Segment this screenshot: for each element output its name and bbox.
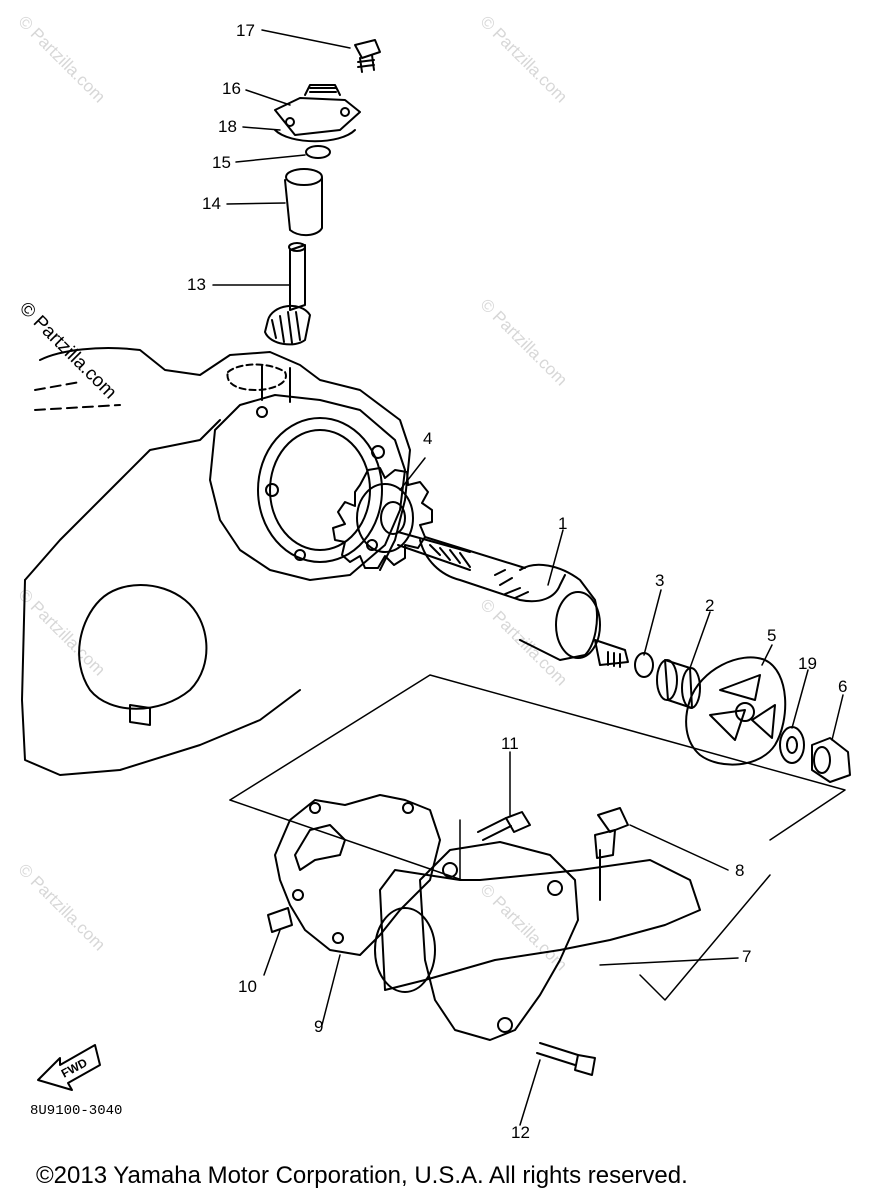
washer-15 bbox=[305, 145, 331, 159]
callout-18: 18 bbox=[218, 117, 237, 136]
callout-14: 14 bbox=[202, 194, 221, 213]
callout-3: 3 bbox=[655, 571, 665, 590]
callout-12: 12 bbox=[511, 1123, 530, 1142]
speedometer-housing-16 bbox=[274, 84, 361, 136]
callout-2: 2 bbox=[705, 596, 715, 615]
hose-fitting-8 bbox=[594, 807, 629, 859]
callout-7: 7 bbox=[742, 947, 752, 966]
pump-gasket bbox=[274, 794, 441, 956]
callout-17: 17 bbox=[236, 21, 255, 40]
callout-6: 6 bbox=[838, 677, 848, 696]
drive-gear bbox=[332, 467, 433, 569]
washer bbox=[779, 726, 805, 764]
callout-9: 9 bbox=[314, 1017, 324, 1036]
callout-8: 8 bbox=[735, 861, 745, 880]
callout-5: 5 bbox=[767, 626, 777, 645]
bushing-14 bbox=[284, 168, 323, 236]
seal-18 bbox=[274, 129, 356, 143]
engine-case bbox=[21, 347, 411, 776]
bolt-11 bbox=[477, 811, 531, 841]
callout-10: 10 bbox=[238, 977, 257, 996]
pump-cover bbox=[419, 841, 579, 1041]
o-ring bbox=[634, 652, 654, 678]
fwd-arrow: FWD bbox=[37, 1044, 101, 1091]
pump-shaft bbox=[397, 531, 629, 668]
bolt-17 bbox=[354, 39, 381, 73]
assembly-outlines bbox=[229, 674, 846, 1001]
pump-housing-case bbox=[209, 394, 406, 581]
callout-15: 15 bbox=[212, 153, 231, 172]
copyright-notice: ©2013 Yamaha Motor Corporation, U.S.A. A… bbox=[36, 1162, 688, 1189]
leader-lines bbox=[212, 29, 844, 1126]
callout-13: 13 bbox=[187, 275, 206, 294]
diagram-number: 8U9100-3040 bbox=[30, 1103, 123, 1119]
impeller bbox=[685, 656, 787, 766]
callout-11: 11 bbox=[501, 734, 519, 753]
callout-19: 19 bbox=[798, 654, 817, 673]
nut bbox=[811, 737, 851, 783]
driven-gear-13 bbox=[264, 242, 311, 346]
water-hose-7 bbox=[374, 849, 701, 993]
bushing bbox=[656, 659, 701, 709]
dowel-pin bbox=[267, 907, 293, 933]
bolt-12 bbox=[536, 1042, 596, 1076]
callout-1: 1 bbox=[558, 514, 568, 533]
callout-16: 16 bbox=[222, 79, 241, 98]
callout-4: 4 bbox=[423, 429, 433, 448]
